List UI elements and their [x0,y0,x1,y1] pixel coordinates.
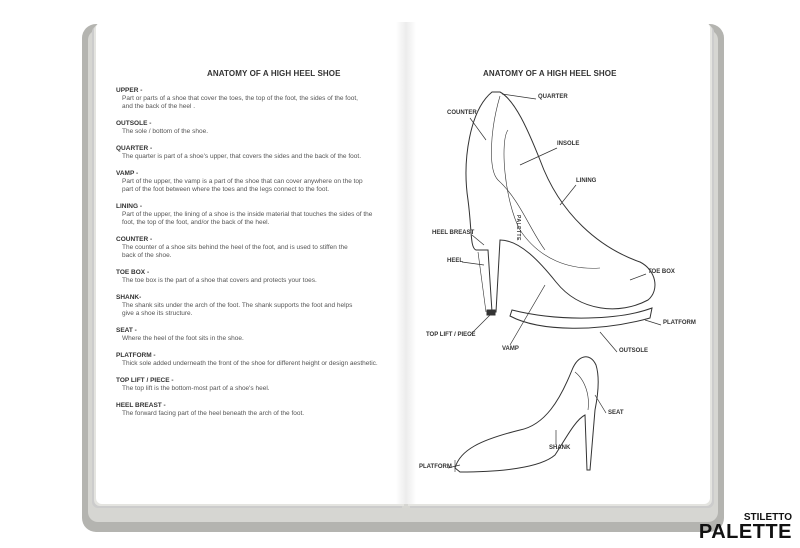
glossary-item: SHANK-The shank sits under the arch of t… [116,294,406,318]
left-page [96,22,406,504]
definition: Part of the upper, the lining of a shoe … [122,211,373,226]
glossary-item: COUNTER -The counter of a shoe sits behi… [116,236,406,260]
glossary-item: PLATFORM -Thick sole added underneath th… [116,352,406,368]
definition: The forward facing part of the heel bene… [122,410,305,417]
term: SEAT - [116,327,137,334]
term: COUNTER - [116,236,153,243]
label-leader-lines [447,93,662,469]
label-seat: SEAT [608,410,624,416]
label-platform-stiletto: PLATFORM [419,464,452,470]
right-page-title: ANATOMY OF A HIGH HEEL SHOE [483,69,617,78]
definition: The counter of a shoe sits behind the he… [122,244,348,259]
label-top-lift: TOP LIFT / PIECE [426,332,476,338]
definition: Thick sole added underneath the front of… [122,360,378,367]
definition: The sole / bottom of the shoe. [122,128,208,135]
glossary-item: VAMP -Part of the upper, the vamp is a p… [116,170,406,194]
term: UPPER - [116,87,143,94]
label-shank: SHANK [549,445,571,451]
brand-logo-main: PALETTE [698,521,792,543]
definition: The quarter is part of a shoe's upper, t… [122,153,361,160]
term: SHANK- [116,294,142,301]
term: PLATFORM - [116,352,156,359]
term: HEEL BREAST - [116,402,166,409]
label-outsole: OUTSOLE [619,348,649,354]
label-vamp: VAMP [502,346,519,352]
glossary-item: UPPER -Part or parts of a shoe that cove… [116,87,406,111]
glossary-item: TOP LIFT / PIECE -The top lift is the bo… [116,377,406,393]
insole-brand-text: PALETTE [514,215,521,241]
label-quarter: QUARTER [538,94,568,100]
definition: The shank sits under the arch of the foo… [122,302,353,317]
label-counter: COUNTER [447,110,477,116]
definition: The top lift is the bottom-most part of … [122,385,270,392]
glossary-item: OUTSOLE -The sole / bottom of the shoe. [116,120,406,136]
glossary-item: QUARTER -The quarter is part of a shoe's… [116,145,406,161]
term: TOE BOX - [116,269,150,276]
pump-side-view [465,91,656,329]
definition: Where the heel of the foot sits in the s… [122,335,244,342]
brand-logo: STILETTO PALETTE [698,512,792,543]
label-toe-box: TOE BOX [648,269,675,275]
label-heel: HEEL [447,258,464,264]
glossary-list: UPPER -Part or parts of a shoe that cove… [116,87,406,427]
left-page-title: ANATOMY OF A HIGH HEEL SHOE [207,69,341,78]
stiletto-side-view [454,356,599,473]
right-page [406,22,710,504]
definition: Part or parts of a shoe that cover the t… [122,95,358,110]
term: LINING - [116,203,142,210]
term: TOP LIFT / PIECE - [116,377,174,384]
term: QUARTER - [116,145,153,152]
definition: The toe box is the part of a shoe that c… [122,277,317,284]
label-lining: LINING [576,178,597,184]
term: OUTSOLE - [116,120,152,127]
label-heel-breast: HEEL BREAST [432,230,475,236]
glossary-item: SEAT -Where the heel of the foot sits in… [116,327,406,343]
label-platform: PLATFORM [663,320,696,326]
glossary-item: LINING -Part of the upper, the lining of… [116,203,406,227]
term: VAMP - [116,170,139,177]
book-spine [396,22,416,504]
glossary-item: HEEL BREAST -The forward facing part of … [116,402,406,418]
brand-logo-top: STILETTO [743,512,792,523]
definition: Part of the upper, the vamp is a part of… [122,178,363,193]
glossary-item: TOE BOX -The toe box is the part of a sh… [116,269,406,285]
label-insole: INSOLE [557,141,580,147]
